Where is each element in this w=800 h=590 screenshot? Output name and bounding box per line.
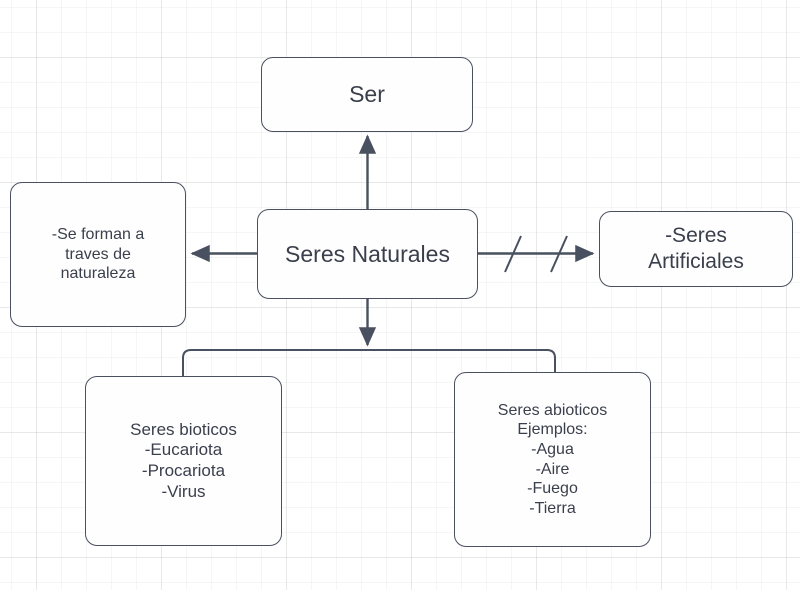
node-seres-artificiales[interactable]: -Seres Artificiales <box>599 211 793 287</box>
edge-naturales-split <box>182 299 556 376</box>
node-ser[interactable]: Ser <box>261 57 473 132</box>
slash-mark-1 <box>504 235 522 273</box>
node-seres-abioticos[interactable]: Seres abioticos Ejemplos: -Agua -Aire -F… <box>454 372 651 547</box>
node-se-forman-a-traves-de-naturaleza[interactable]: -Se forman a traves de naturaleza <box>10 182 186 327</box>
node-seres-bioticos[interactable]: Seres bioticos -Eucariota -Procariota -V… <box>85 376 282 546</box>
slash-mark-2 <box>550 235 568 273</box>
edge-naturales-artificiales <box>478 235 595 273</box>
node-seres-naturales[interactable]: Seres Naturales <box>257 209 478 299</box>
